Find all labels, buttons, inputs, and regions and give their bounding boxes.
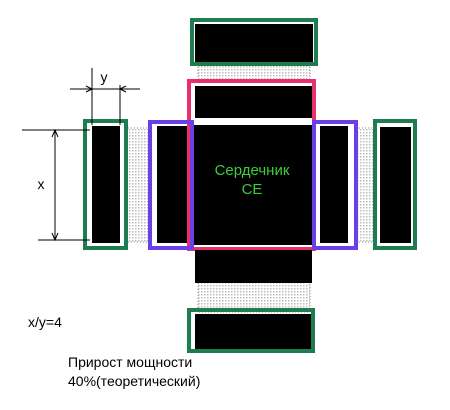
power-gain-line2: 40%(теоретический) (68, 373, 200, 389)
dimension-y (70, 68, 140, 125)
green-frame-bottom (187, 308, 315, 353)
winding-right-inner (320, 126, 348, 243)
winding-top-inner (195, 86, 312, 118)
purple-frame-right (312, 120, 358, 250)
gap-top-outer (197, 61, 311, 83)
core-label-line1: Сердечник (215, 162, 290, 179)
dimension-x (22, 128, 90, 242)
gap-left-outer (124, 127, 152, 243)
purple-frame-left (148, 120, 194, 250)
winding-top-outer (195, 24, 313, 62)
green-frame-right (373, 119, 417, 250)
core-label-line2: CE (242, 181, 263, 198)
green-frame-left (83, 119, 128, 250)
dimension-x-label: x (38, 176, 45, 192)
winding-right-outer (380, 127, 411, 243)
winding-bottom-inner (195, 250, 312, 283)
winding-bottom-outer (195, 314, 313, 349)
green-frame-top (190, 18, 318, 66)
winding-left-outer (92, 126, 120, 243)
ratio-label: x/y=4 (28, 314, 62, 330)
core-block (193, 125, 312, 245)
power-gain-line1: Прирост мощности (68, 354, 192, 370)
gap-bottom-outer (197, 281, 311, 313)
dimension-y-label: y (101, 69, 108, 85)
winding-left-inner (157, 126, 187, 243)
